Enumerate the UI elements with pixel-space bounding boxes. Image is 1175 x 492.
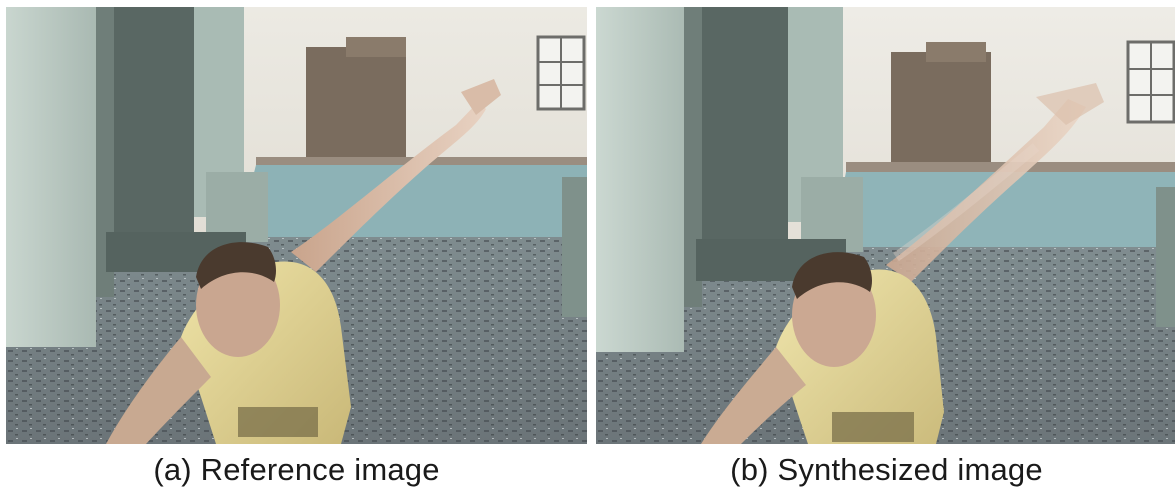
caption-reference-image: (a) Reference image xyxy=(153,452,440,487)
caption-synthesized-image: (b) Synthesized image xyxy=(730,452,1043,487)
synthesized-image-render xyxy=(596,7,1175,444)
reference-image-render xyxy=(6,7,587,444)
synthesized-image xyxy=(596,7,1175,444)
reference-image xyxy=(6,7,587,444)
